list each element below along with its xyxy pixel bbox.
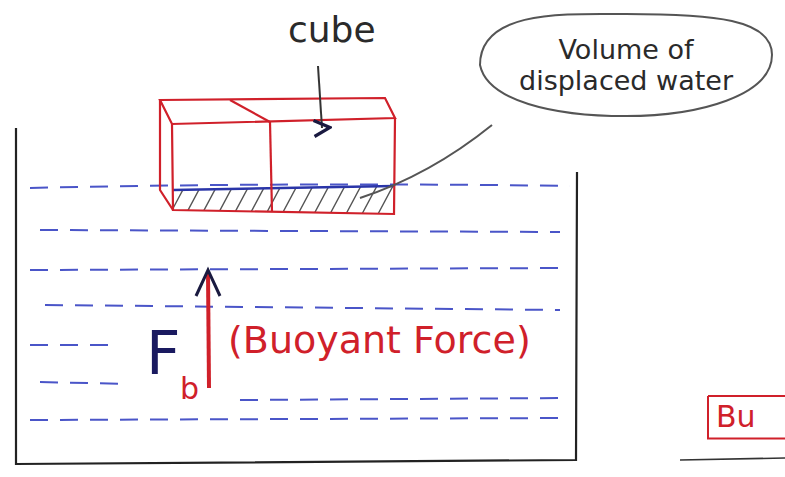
force-head <box>196 270 220 296</box>
node-text: Bu <box>716 400 776 435</box>
tank-outline <box>16 128 577 464</box>
force-shaft <box>208 272 209 388</box>
node-text: Volume of displaced water <box>512 34 740 96</box>
callout-bubble: Volume of displaced water <box>478 12 774 118</box>
callout-leader <box>360 125 492 198</box>
cut-off-line <box>680 458 785 460</box>
cube-outline <box>160 98 395 214</box>
waterline-on-cube <box>173 186 394 190</box>
cube-pointer <box>318 66 322 128</box>
part-label: cube <box>288 10 376 50</box>
water-lines <box>30 184 580 420</box>
force-label: (Buoyant Force) <box>228 320 531 362</box>
force-subscript: b <box>180 372 199 405</box>
force-symbol: F <box>146 320 181 386</box>
heading-box: Bu <box>706 394 785 441</box>
